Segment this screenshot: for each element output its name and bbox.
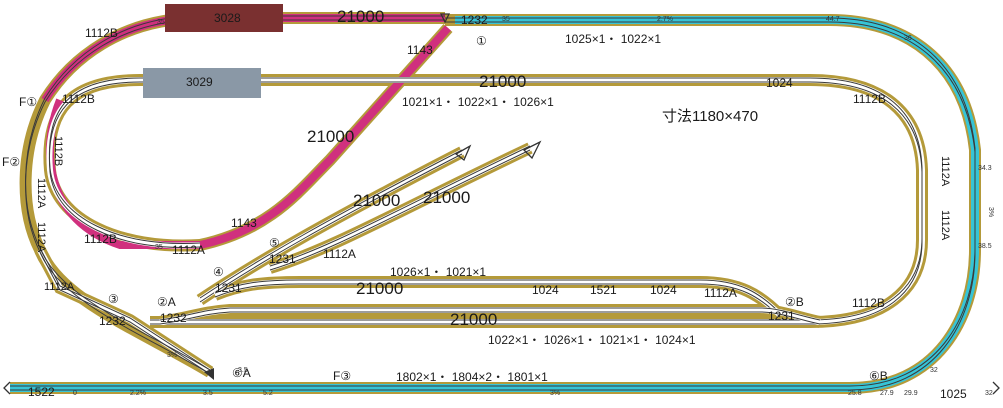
label-1112a-vertical: 1112A xyxy=(35,178,47,209)
label-1112a-right-v2: 1112A xyxy=(939,210,951,241)
marker-2a: ②A xyxy=(157,295,176,309)
height-right-a: 34.3 xyxy=(978,165,992,172)
car-3029-label: 3029 xyxy=(186,75,213,89)
height-bottom-d: 25.8 xyxy=(848,390,862,397)
label-diag-21000: 21000 xyxy=(307,127,354,146)
height-annotations: 35 44.7 36 34.3 38.5 0 3.5 5.2 25.8 27.9… xyxy=(73,16,993,397)
left-end-arrow xyxy=(3,381,11,395)
parts-list-mid: 1021×1・ 1022×1・ 1026×1 xyxy=(402,95,554,109)
label-1143-top: 1143 xyxy=(407,43,433,57)
height-bottom-i: 3.5 xyxy=(238,367,248,374)
marker-f3: F③ xyxy=(333,369,351,383)
label-yard-21000: 21000 xyxy=(356,279,403,298)
marker-6a: ⑥A xyxy=(232,366,251,380)
height-right-b: 38.5 xyxy=(978,243,992,250)
height-left-b: 35 xyxy=(155,244,163,251)
height-bottom-h: 32 xyxy=(985,390,993,397)
marker-2b: ②B xyxy=(785,295,804,309)
label-1232-b: 1232 xyxy=(160,311,187,325)
label-1025: 1025 xyxy=(940,387,967,401)
label-1231-a: 1231 xyxy=(269,252,296,266)
height-bottom-f: 29.9 xyxy=(904,390,918,397)
label-top-21000: 21000 xyxy=(337,7,384,26)
height-top-c: 36 xyxy=(904,35,912,42)
top-switch-marker xyxy=(439,13,451,24)
label-low-21000: 21000 xyxy=(450,310,497,329)
label-1024-a: 1024 xyxy=(766,76,793,90)
label-1112b-top-left: 1112B xyxy=(85,26,118,40)
height-bottom-g: 32 xyxy=(930,367,938,374)
parts-list-low: 1022×1・ 1026×1・ 1021×1・ 1024×1 xyxy=(488,333,696,347)
label-1143-left: 1143 xyxy=(231,216,257,230)
marker-3: ③ xyxy=(108,292,119,306)
grade-top: 2.7% xyxy=(657,16,673,23)
label-1024-b: 1024 xyxy=(532,283,559,297)
parts-list-bottom: 1802×1・ 1804×2・ 1801×1 xyxy=(396,370,548,384)
layout-dimension-note: 寸法1180×470 xyxy=(662,108,758,125)
label-1231-c: 1231 xyxy=(768,309,795,323)
label-1232-top: 1232 xyxy=(461,13,488,27)
marker-f2: F② xyxy=(2,155,20,169)
grade-bottom-mid: 3% xyxy=(550,390,560,397)
car-3028-label: 3028 xyxy=(214,11,241,25)
car-3029[interactable] xyxy=(143,68,261,98)
label-1112a-low-left: 1112A xyxy=(172,243,205,257)
label-1112b-vertical: 1112B xyxy=(52,136,64,166)
parts-lists: 1025×1・ 1022×1 1021×1・ 1022×1・ 1026×1 10… xyxy=(390,32,696,384)
label-1112a-mid: 1112A xyxy=(323,247,356,261)
label-1112a-yard: 1112A xyxy=(704,286,737,300)
track-ends xyxy=(3,13,1000,395)
marker-4: ④ xyxy=(213,265,224,279)
marker-f1: F① xyxy=(19,95,37,109)
label-1112b-low-left: 1112B xyxy=(84,232,117,246)
label-1112a-right-v1: 1112A xyxy=(939,156,951,187)
label-1232-a: 1232 xyxy=(99,314,126,328)
car-3028[interactable] xyxy=(165,4,283,32)
label-1522: 1522 xyxy=(28,385,55,399)
label-1112a-vertical-2: 1112A xyxy=(35,222,47,253)
height-bottom-e: 27.9 xyxy=(880,390,894,397)
height-left-a: 35 xyxy=(157,19,165,26)
siding2-end-marker xyxy=(522,140,542,160)
label-siding1-21000: 21000 xyxy=(353,191,400,210)
label-mid-21000: 21000 xyxy=(479,72,526,91)
label-1024-c: 1024 xyxy=(650,283,677,297)
label-1112b-mid-left: 1112B xyxy=(62,92,95,106)
cars: 3028 3029 xyxy=(143,4,283,98)
label-1112b-right: 1112B xyxy=(853,92,886,106)
height-top-b: 44.7 xyxy=(826,16,840,23)
marker-6b: ⑥B xyxy=(869,369,888,383)
height-top-a: 35 xyxy=(502,16,510,23)
markers: ① ②A ②B ③ ④ ⑤ ⑥A ⑥B F① F② F③ xyxy=(2,34,888,383)
bottom-switch-marker xyxy=(204,368,214,380)
large-track-labels: 21000 21000 21000 21000 21000 21000 2100… xyxy=(307,7,758,329)
marker-5: ⑤ xyxy=(269,236,280,250)
label-1112a-outer-left: 1112A xyxy=(44,281,75,293)
parts-list-yard: 1026×1・ 1021×1 xyxy=(390,265,486,279)
right-end-arrow xyxy=(992,381,1000,395)
height-bottom-a: 0 xyxy=(73,390,77,397)
grade-bottom-left: 2.2% xyxy=(130,390,146,397)
height-bottom-b: 3.5 xyxy=(203,390,213,397)
height-bottom-c: 5.2 xyxy=(263,390,273,397)
label-1521: 1521 xyxy=(590,283,617,297)
grade-annotations: 2.7% 2.2% 3% 3% 3% xyxy=(130,16,994,397)
grade-right: 3% xyxy=(987,207,994,217)
part-labels: 1232 1143 1143 1112B 1112B 1112B 1112A 1… xyxy=(28,13,967,401)
parts-list-top: 1025×1・ 1022×1 xyxy=(565,32,661,46)
siding1-end-marker xyxy=(454,144,472,162)
label-siding2-21000: 21000 xyxy=(423,188,470,207)
label-1231-b: 1231 xyxy=(215,281,242,295)
label-1112b-right-low: 1112B xyxy=(852,296,885,310)
marker-1: ① xyxy=(476,34,487,48)
grade-left-low: 3% xyxy=(167,352,177,359)
